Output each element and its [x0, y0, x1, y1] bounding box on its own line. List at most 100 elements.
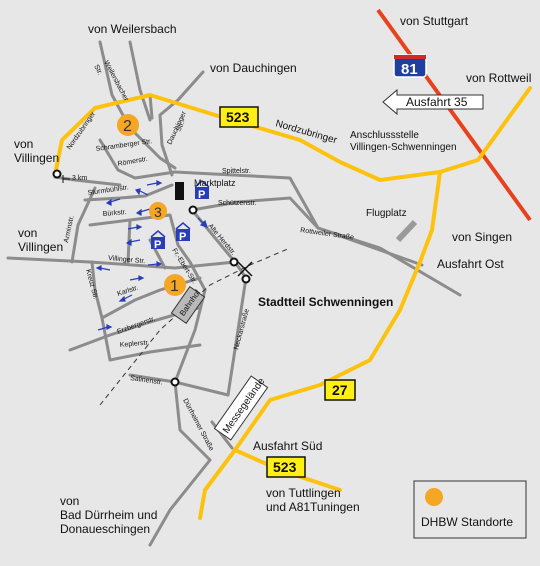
autobahn-a81: [376, 8, 532, 222]
label-villingen-2: Villingen: [18, 240, 63, 254]
street-roemerstr: [98, 138, 177, 180]
road-b523-south: [198, 448, 237, 520]
road-b27-east: [233, 170, 442, 452]
label-von-villingen-2: von: [18, 226, 37, 240]
sign-27-label: 27: [332, 382, 348, 398]
oneway-arrow: [147, 261, 163, 267]
campus-marker-3[interactable]: 3: [149, 202, 167, 220]
parking-icon: P: [194, 180, 210, 201]
label-von-weilersbach: von Weilersbach: [88, 22, 177, 36]
street-arminstr: [70, 186, 97, 264]
campus-marker-2[interactable]: 2: [117, 114, 139, 136]
street-label-roemerstr: Römerstr.: [117, 156, 148, 168]
junction-villingen: [52, 169, 62, 179]
street-label-dauchinger-str: Str.: [175, 120, 186, 133]
street-label-arminstr: Arminstr.: [63, 215, 76, 244]
street-spittelstr: [173, 170, 320, 230]
a81-shield: 81: [393, 54, 427, 78]
street-label-kepler: Keplerstr.: [120, 339, 150, 349]
street-label-buerk: Bürkstr.: [103, 209, 127, 218]
street-label-weilersbacher: Weilersbacher: [102, 60, 129, 103]
campus-marker-1[interactable]: 1: [164, 274, 186, 296]
marktplatz-block: [175, 182, 184, 200]
label-flugplatz: Flugplatz: [366, 208, 407, 219]
label-ausfahrt-ost: Ausfahrt Ost: [437, 257, 504, 271]
street-dauchinger: [158, 70, 205, 177]
street-neckar: [226, 276, 248, 397]
street-label-spittelstr: Spittelstr.: [222, 168, 251, 175]
junction-alte-herd: [229, 257, 239, 267]
label-und-a81-tuningen: und A81Tuningen: [266, 500, 360, 514]
street-label-karlstr: Karlstr.: [116, 284, 139, 297]
ausfahrt35-sign: Ausfahrt 35: [382, 88, 484, 116]
oneway-arrow: [125, 238, 141, 246]
street-label-neckar: Neckarstraße: [233, 308, 251, 350]
oneway-arrow: [105, 198, 121, 206]
street-label-villinger: Villinger Str.: [108, 255, 146, 265]
label-donaueschingen: Donaueschingen: [60, 522, 150, 536]
ausfahrt35-label: Ausfahrt 35: [406, 95, 468, 109]
street-messe: [210, 420, 234, 450]
sign-523-south: 523: [266, 456, 306, 478]
oneway-arrow: [146, 180, 163, 186]
oneway-arrow: [197, 217, 208, 228]
flugplatz-runway: [395, 219, 418, 243]
oneway-arrow: [135, 208, 151, 216]
parking-icons: P P P: [150, 180, 210, 251]
label-bad-duerrheim: Bad Dürrheim und: [60, 508, 157, 522]
legend: DHBW Standorte: [413, 480, 527, 539]
street-label-salinen: Salinenstr.: [130, 375, 163, 386]
main-road-network: [53, 86, 532, 520]
parking-icon: P: [150, 230, 166, 251]
sign-523-north: 523: [219, 106, 259, 128]
junction-marktplatz: [188, 205, 198, 215]
railway-line: [99, 247, 291, 406]
svg-text:2: 2: [123, 118, 132, 135]
label-stadtteil: Stadtteil Schwenningen: [258, 295, 393, 309]
oneway-arrow: [129, 275, 145, 281]
street-villingen-link: [53, 175, 122, 187]
street-label-kreuz: Kreuz Str.: [84, 269, 99, 301]
sign-523-south-label: 523: [273, 459, 297, 475]
a81-shield-label: 81: [401, 61, 418, 78]
label-von-dauchingen: von Dauchingen: [210, 61, 297, 75]
oneway-arrow: [134, 188, 149, 196]
label-villingen-1: Villingen: [14, 151, 59, 165]
sign-523-north-label: 523: [226, 109, 250, 125]
messe-box: Messegelände: [213, 375, 269, 441]
svg-text:P: P: [198, 189, 205, 201]
street-label-rottweiler: Rottweiler Straße: [300, 227, 355, 241]
oneway-arrow: [97, 324, 113, 331]
sign-27: 27: [324, 379, 356, 401]
svg-text:P: P: [154, 239, 161, 251]
street-label-schramberger: Schramberger Str.: [95, 138, 152, 153]
label-von-singen: von Singen: [452, 230, 512, 244]
street-kreuz: [90, 260, 112, 362]
street-network: [6, 40, 462, 547]
label-von-villingen-1: von: [14, 137, 33, 151]
rail-crossing-icon: [237, 261, 253, 277]
street-label-duerrheimer: Dürrheimer Straße: [181, 398, 214, 453]
label-von-tuttlingen: von Tuttlingen: [266, 486, 341, 500]
junction-bahnhof: [241, 274, 251, 284]
label-distance: 3 km: [72, 175, 87, 182]
street-label-schuetzen: Schützenstr.: [218, 200, 257, 207]
street-nordzubringer-link: [148, 93, 154, 120]
street-weilersbacher-branch: [128, 40, 152, 122]
oneway-arrow: [127, 224, 143, 230]
label-anschlussstelle-1: Anschlussstelle: [350, 130, 419, 141]
street-label-sturmbuehl: Sturmbühlstr.: [87, 184, 129, 197]
label-ausfahrt-sued: Ausfahrt Süd: [253, 439, 322, 453]
legend-campus-dot: [425, 488, 443, 506]
svg-text:1: 1: [170, 278, 179, 295]
svg-text:3: 3: [154, 204, 162, 220]
street-label-alte-herd: Alte Herdstr.: [206, 223, 236, 257]
legend-title: DHBW Standorte: [421, 515, 513, 529]
street-keplerstr: [108, 343, 202, 362]
oneway-arrow: [118, 294, 133, 302]
junction-salinen: [170, 377, 180, 387]
svg-text:P: P: [179, 231, 186, 243]
street-label-erzberger: Erzbergerstr.: [116, 316, 156, 336]
bahnhof-box: Bahnhof: [170, 286, 206, 324]
